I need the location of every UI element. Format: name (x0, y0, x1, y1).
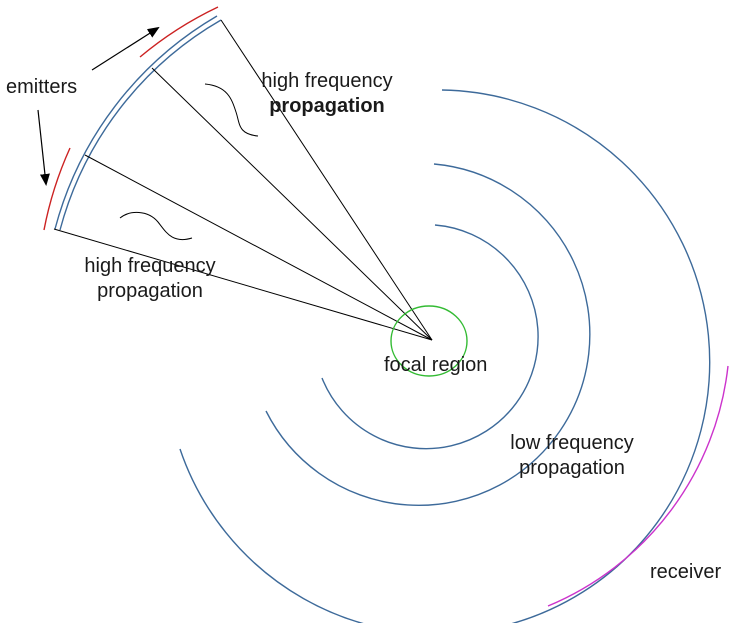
low-frequency-label: low frequency propagation (494, 431, 650, 481)
ray-3 (84, 154, 433, 341)
arrow-to-top-emitter (91, 26, 160, 71)
low-frequency-line2: propagation (519, 457, 625, 479)
emitter-segment-left (43, 147, 71, 231)
squiggle-left (119, 212, 193, 240)
low-frequency-line1: low frequency (510, 432, 634, 454)
high-frequency-left-line2: propagation (97, 280, 203, 302)
transducer-arc-outer (54, 15, 218, 230)
high-frequency-top-label: high frequency propagation (246, 69, 408, 119)
high-frequency-top-line2: propagation (269, 95, 385, 117)
focal-region-label: focal region (384, 354, 488, 376)
ray-2 (151, 67, 433, 341)
wavefront-arc-2 (265, 163, 591, 506)
squiggle-top (204, 83, 259, 137)
receiver-arc (547, 365, 729, 607)
arrow-to-left-emitter (37, 109, 50, 186)
transducer-arc-inner (59, 19, 222, 231)
focal-region-ellipse (390, 305, 468, 377)
high-frequency-left-label: high frequency propagation (68, 254, 232, 304)
ray-4 (53, 228, 433, 341)
emitter-segment-top (139, 6, 219, 58)
high-frequency-left-line1: high frequency (84, 255, 216, 277)
receiver-label: receiver (650, 561, 722, 583)
high-frequency-top-line1: high frequency (261, 70, 393, 92)
wavefront-arc-3 (179, 89, 711, 623)
emitters-label: emitters (6, 76, 78, 98)
ray-1 (220, 19, 433, 341)
wavefront-arc-1 (321, 224, 539, 450)
